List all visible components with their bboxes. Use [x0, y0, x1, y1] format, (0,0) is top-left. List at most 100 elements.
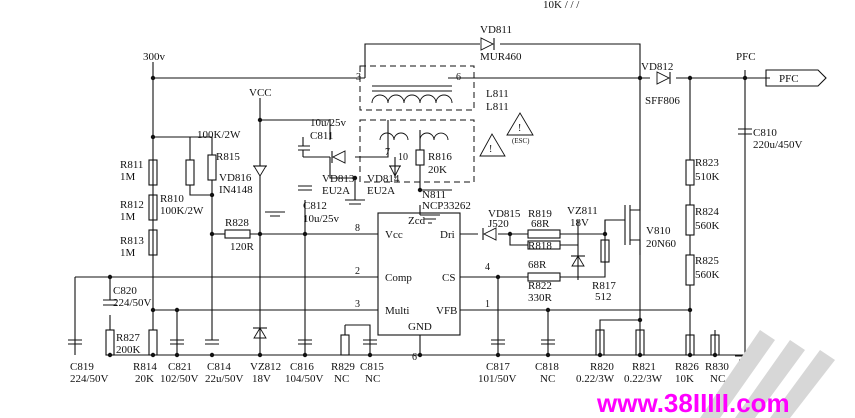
r814-ref: R814 — [133, 361, 157, 373]
svg-text:VZ811: VZ811 — [567, 205, 598, 217]
r826-ref: R826 — [675, 361, 699, 373]
svg-text:Vcc: Vcc — [385, 229, 403, 241]
svg-text:512: 512 — [595, 291, 612, 303]
svg-text:0.22/3W: 0.22/3W — [624, 373, 663, 385]
svg-text:10: 10 — [398, 152, 408, 163]
svg-text:4: 4 — [485, 262, 490, 273]
svg-text:330R: 330R — [528, 292, 553, 304]
c811-ref: C811 — [310, 130, 333, 142]
svg-text:120R: 120R — [230, 241, 255, 253]
svg-text:104/50V: 104/50V — [285, 373, 324, 385]
svg-text:100K/2W: 100K/2W — [160, 205, 204, 217]
svg-text:200K: 200K — [116, 344, 141, 356]
watermark: www.38IIIII.com — [596, 330, 835, 418]
svg-text:Comp: Comp — [385, 272, 412, 284]
svg-text:V810: V810 — [646, 225, 671, 237]
diode-vd812: VD812 SFF806 — [641, 61, 680, 107]
net-pfc-tag: PFC — [779, 73, 799, 85]
r829-ref: R829 — [331, 361, 355, 373]
transformer-label-2: L811 — [486, 101, 509, 113]
svg-text:NC: NC — [710, 373, 725, 385]
c818-ref: C818 — [535, 361, 559, 373]
svg-text:560K: 560K — [695, 269, 720, 281]
diode-vd811: VD811 MUR460 — [480, 24, 522, 63]
r813-ref: R813 — [120, 235, 144, 247]
svg-text:VD813: VD813 — [322, 173, 355, 185]
svg-text:J520: J520 — [488, 218, 509, 230]
c821-ref: C821 — [168, 361, 192, 373]
svg-text:NC: NC — [334, 373, 349, 385]
svg-text:220u/450V: 220u/450V — [753, 139, 803, 151]
svg-text:1M: 1M — [120, 171, 136, 183]
svg-text:NC: NC — [540, 373, 555, 385]
svg-text:IN4148: IN4148 — [219, 184, 253, 196]
c819-ref: C819 — [70, 361, 94, 373]
ic-part: NCP33262 — [422, 200, 471, 212]
svg-text:20N60: 20N60 — [646, 238, 676, 250]
svg-text:68R: 68R — [531, 218, 550, 230]
net-pfc: PFC — [736, 51, 756, 63]
diode-vd815: VD815 J520 — [482, 208, 521, 241]
svg-text:18V: 18V — [252, 373, 271, 385]
diode-vd813: VD813 EU2A — [322, 150, 355, 197]
svg-text:CS: CS — [442, 272, 455, 284]
svg-text:GND: GND — [408, 321, 432, 333]
svg-text:MUR460: MUR460 — [480, 51, 522, 63]
svg-text:EU2A: EU2A — [322, 185, 350, 197]
svg-text:VZ812: VZ812 — [250, 361, 281, 373]
r823-ref: R823 — [695, 157, 719, 169]
r820-ref: R820 — [590, 361, 614, 373]
svg-text:1M: 1M — [120, 247, 136, 259]
svg-text:EU2A: EU2A — [367, 185, 395, 197]
r821-ref: R821 — [632, 361, 656, 373]
svg-text:Dri: Dri — [440, 229, 455, 241]
c817-ref: C817 — [486, 361, 510, 373]
c812-ref: C812 — [303, 200, 327, 212]
svg-text:100K/2W: 100K/2W — [197, 129, 241, 141]
top-cropped-text: 10K / / / — [543, 0, 580, 11]
svg-text:SFF806: SFF806 — [645, 95, 680, 107]
svg-text:20K: 20K — [135, 373, 154, 385]
ic-ref: N811 — [422, 189, 446, 201]
transformer-l811: 3 6 7 10 L811 L811 ! (ESC) ! — [356, 65, 534, 183]
r811-ref: R811 — [120, 159, 143, 171]
svg-text:20K: 20K — [428, 164, 447, 176]
svg-text:!: ! — [518, 123, 521, 134]
svg-text:0.22/3W: 0.22/3W — [576, 373, 615, 385]
svg-text:7: 7 — [385, 147, 390, 158]
r810-ref: R810 — [160, 193, 184, 205]
r817-ref: R817 — [592, 280, 616, 292]
svg-text:2: 2 — [355, 266, 360, 277]
net-vcc: VCC — [249, 87, 272, 99]
r830-ref: R830 — [705, 361, 729, 373]
capacitors — [68, 128, 752, 345]
svg-text:510K: 510K — [695, 171, 720, 183]
c815-ref: C815 — [360, 361, 384, 373]
c820-ref: C820 — [113, 285, 137, 297]
svg-text:18V: 18V — [570, 217, 589, 229]
c811-val: 10u/25v — [310, 117, 347, 129]
svg-text:Zcd: Zcd — [408, 215, 426, 227]
svg-text:101/50V: 101/50V — [478, 373, 517, 385]
net-300v: 300v — [143, 51, 166, 63]
zener-vz811: VZ811 18V — [567, 205, 598, 267]
svg-text:Multi: Multi — [385, 305, 409, 317]
warn-tag: (ESC) — [512, 137, 530, 145]
r827-ref: R827 — [116, 332, 140, 344]
net-labels: 300v VCC PFC PFC — [143, 51, 827, 99]
svg-text:1M: 1M — [120, 211, 136, 223]
watermark-text: www.38IIIII.com — [596, 388, 790, 418]
diode-vd816: VD816 IN4148 — [219, 165, 267, 196]
c816-ref: C816 — [290, 361, 314, 373]
svg-text:224/50V: 224/50V — [70, 373, 109, 385]
svg-text:22u/50V: 22u/50V — [205, 373, 244, 385]
svg-text:8: 8 — [355, 223, 360, 234]
svg-text:VD814: VD814 — [367, 173, 400, 185]
r822-ref: R822 — [528, 280, 552, 292]
r815-ref: R815 — [216, 151, 240, 163]
svg-text:1: 1 — [485, 299, 490, 310]
svg-text:224/50V: 224/50V — [113, 297, 152, 309]
svg-text:10u/25v: 10u/25v — [303, 213, 340, 225]
ic-n811: N811 NCP33262 Zcd Vcc Dri Comp CS Multi … — [355, 189, 490, 363]
